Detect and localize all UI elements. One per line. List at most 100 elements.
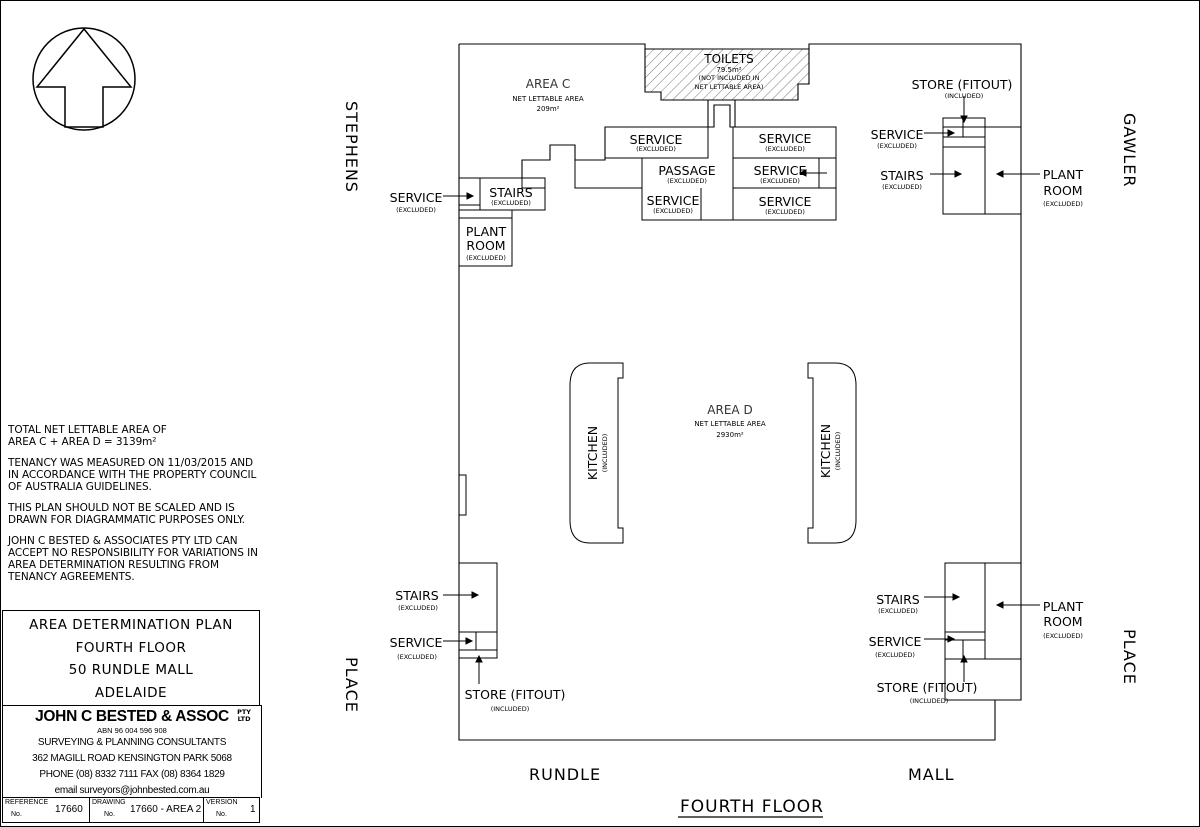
excluded-label: (EXCLUDED) xyxy=(882,183,922,191)
title-line-2: FOURTH FLOOR xyxy=(75,639,187,656)
stairs-label: STAIRS xyxy=(880,168,924,183)
note-responsibility: JOHN C BESTED & ASSOCIATES PTY LTD CAN A… xyxy=(8,535,258,583)
kitchen-left-included: (INCLUDED) xyxy=(601,434,609,473)
excluded-label: (EXCLUDED) xyxy=(636,145,676,153)
building-outline xyxy=(458,43,1022,741)
title-block: AREA DETERMINATION PLAN FOURTH FLOOR 50 … xyxy=(2,610,260,705)
reference-value: 17660 xyxy=(55,804,83,815)
excluded-label: (EXCLUDED) xyxy=(765,145,805,153)
firm-email: email surveyors@johnbested.com.au xyxy=(54,785,210,796)
service-label: SERVICE xyxy=(759,194,812,209)
note-total-line1: TOTAL NET LETTABLE AREA OF xyxy=(8,424,167,436)
area-d-desc: NET LETTABLE AREA xyxy=(694,420,766,428)
title-line-3: 50 RUNDLE MALL xyxy=(68,662,194,678)
plan-notes: TOTAL NET LETTABLE AREA OF AREA C + AREA… xyxy=(8,424,260,592)
service-label: SERVICE xyxy=(759,131,812,146)
reference-no-label: No. xyxy=(11,811,22,818)
excluded-label: (EXCLUDED) xyxy=(1043,632,1083,640)
included-label: (INCLUDED) xyxy=(491,705,530,713)
plant-label: PLANT xyxy=(466,224,507,239)
note-measured: TENANCY WAS MEASURED ON 11/03/2015 AND I… xyxy=(8,457,257,493)
drawing-no-label: No. xyxy=(104,811,115,818)
firm-block: JOHN C BESTED & ASSOC PTY LTD ABN 96 004… xyxy=(2,705,262,798)
firm-abn: ABN 96 004 596 908 xyxy=(97,726,167,735)
excluded-label: (EXCLUDED) xyxy=(877,142,917,150)
service-label: SERVICE xyxy=(647,193,700,208)
area-d-name: AREA D xyxy=(707,403,752,417)
plant-label: PLANT xyxy=(1043,167,1084,182)
store-fitout-label: STORE (FITOUT) xyxy=(465,687,566,702)
note-total-line2: AREA C + AREA D = 3139m² xyxy=(8,436,157,448)
version-label: VERSION xyxy=(206,799,238,806)
excluded-label: (EXCLUDED) xyxy=(875,651,915,659)
firm-line-3: PHONE (08) 8332 7111 FAX (08) 8364 1829 xyxy=(39,769,225,780)
firm-line-1: SURVEYING & PLANNING CONSULTANTS xyxy=(37,737,227,748)
included-label: (INCLUDED) xyxy=(910,697,949,705)
plant-label: PLANT xyxy=(1043,599,1084,614)
area-c-name: AREA C xyxy=(526,77,571,91)
core-top-right xyxy=(942,117,1022,215)
north-arrow-icon xyxy=(32,27,136,131)
toilets-note1: (NOT INCLUDED IN xyxy=(699,74,760,82)
included-label: (INCLUDED) xyxy=(945,92,984,100)
excluded-label: (EXCLUDED) xyxy=(653,207,693,215)
room-label: ROOM xyxy=(466,238,505,253)
area-d-size: 2930m² xyxy=(716,431,744,439)
core-bottom-left xyxy=(458,562,498,659)
excluded-label: (EXCLUDED) xyxy=(397,653,437,661)
firm-ltd: LTD xyxy=(237,715,251,723)
excluded-label: (EXCLUDED) xyxy=(466,254,506,262)
street-place-right: PLACE xyxy=(1120,629,1139,685)
excluded-label: (EXCLUDED) xyxy=(667,177,707,185)
reference-cell: REFERENCE No. 17660 xyxy=(3,798,90,822)
service-label: SERVICE xyxy=(754,163,807,178)
firm-line-2: 362 MAGILL ROAD KENSINGTON PARK 5068 xyxy=(32,753,232,764)
drawing-value: 17660 - AREA 2 xyxy=(130,804,202,815)
firm-pty: PTY xyxy=(237,708,251,716)
store-fitout-label: STORE (FITOUT) xyxy=(877,680,978,695)
kitchen-right-outline xyxy=(807,362,857,544)
area-c-desc: NET LETTABLE AREA xyxy=(512,95,584,103)
area-c-size: 209m² xyxy=(537,105,560,113)
stairs-label: STAIRS xyxy=(876,592,920,607)
street-mall: MALL xyxy=(908,765,955,784)
service-label: SERVICE xyxy=(630,132,683,147)
kitchen-right-included: (INCLUDED) xyxy=(834,432,842,471)
service-label: SERVICE xyxy=(869,634,922,649)
street-rundle: RUNDLE xyxy=(529,765,601,784)
street-gawler: GAWLER xyxy=(1120,113,1139,187)
firm-name: JOHN C BESTED & ASSOC xyxy=(35,708,229,725)
street-place-left: PLACE xyxy=(342,657,361,713)
room-label: ROOM xyxy=(1043,183,1082,198)
excluded-label: (EXCLUDED) xyxy=(1043,200,1083,208)
stairs-label: STAIRS xyxy=(395,588,439,603)
title-line-1: AREA DETERMINATION PLAN xyxy=(29,617,233,633)
excluded-label: (EXCLUDED) xyxy=(396,206,436,214)
excluded-label: (EXCLUDED) xyxy=(765,208,805,216)
excluded-label: (EXCLUDED) xyxy=(491,199,531,207)
reference-block: REFERENCE No. 17660 DRAWING No. 17660 - … xyxy=(2,797,260,823)
passage-label: PASSAGE xyxy=(658,163,715,178)
note-scale: THIS PLAN SHOULD NOT BE SCALED AND IS DR… xyxy=(8,502,245,526)
drawing-label: DRAWING xyxy=(92,799,126,806)
excluded-label: (EXCLUDED) xyxy=(760,177,800,185)
toilets-size: 79.5m² xyxy=(716,66,741,74)
leader-lines xyxy=(443,96,1040,684)
service-rooms-top xyxy=(458,126,837,516)
firm-pty-ltd: PTY LTD xyxy=(237,709,251,723)
drawing-cell: DRAWING No. 17660 - AREA 2 xyxy=(90,798,204,822)
service-label: SERVICE xyxy=(871,127,924,142)
toilets-note2: NET LETTABLE AREA) xyxy=(695,83,764,91)
service-label: SERVICE xyxy=(390,635,443,650)
version-value: 1 xyxy=(250,804,256,815)
title-line-4: ADELAIDE xyxy=(94,684,168,701)
toilets-name: TOILETS xyxy=(703,52,754,66)
version-no-label: No. xyxy=(216,811,227,818)
kitchen-left-label: KITCHEN xyxy=(585,426,600,480)
excluded-label: (EXCLUDED) xyxy=(398,604,438,612)
store-fitout-label: STORE (FITOUT) xyxy=(912,77,1013,92)
room-label: ROOM xyxy=(1043,614,1082,629)
stairs-label: STAIRS xyxy=(489,185,533,200)
reference-label: REFERENCE xyxy=(5,799,49,806)
